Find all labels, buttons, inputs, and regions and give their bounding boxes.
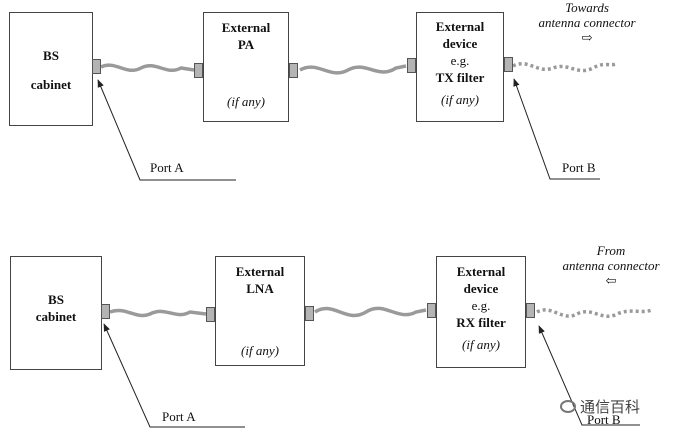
- tx-device-label-line2: device: [442, 36, 478, 51]
- tx-bs-output-port: [92, 59, 101, 74]
- rx-device-label-line2: device: [463, 281, 499, 296]
- wechat-logo-icon: [560, 400, 576, 413]
- rx-external-device-box: External device e.g. RX filter (if any): [436, 256, 526, 368]
- tx-pa-label-line2: PA: [237, 37, 255, 52]
- tx-port-a-pointer: [97, 79, 236, 181]
- tx-direction-line1: Towards: [565, 0, 609, 15]
- tx-pa-label-line1: External: [221, 20, 271, 35]
- rx-direction-line1: From: [596, 243, 626, 258]
- rx-device-filter: RX filter: [456, 315, 506, 330]
- tx-pa-input-port: [194, 63, 203, 78]
- rx-antenna-feed-dotted: [536, 308, 653, 318]
- rx-device-output-port: [427, 303, 436, 318]
- tx-device-label-line1: External: [435, 19, 485, 34]
- tx-bs-label-line1: BS: [43, 48, 59, 63]
- tx-device-eg: e.g.: [450, 53, 470, 68]
- rx-port-a-pointer: [103, 323, 245, 428]
- tx-device-filter: TX filter: [435, 70, 485, 85]
- rx-port-a-label: Port A: [162, 409, 196, 424]
- tx-direction-line2: antenna connector: [538, 15, 636, 30]
- rx-device-eg: e.g.: [471, 298, 491, 313]
- rx-bs-label-line2: cabinet: [35, 309, 77, 324]
- rx-lna-note: (if any): [241, 343, 279, 358]
- tx-pa-output-port: [289, 63, 298, 78]
- rx-direction-line2: antenna connector: [562, 258, 660, 273]
- rx-lna-label-line1: External: [235, 264, 285, 279]
- rx-device-note: (if any): [462, 337, 500, 352]
- tx-cable-bs-to-pa: [100, 63, 195, 72]
- rx-direction-arrow-icon: ⇦: [605, 273, 617, 288]
- tx-device-output-port: [504, 57, 513, 72]
- tx-antenna-feed-dotted: [512, 62, 617, 73]
- watermark: 通信百科: [560, 396, 640, 417]
- rx-lna-label-line2: LNA: [246, 281, 274, 296]
- rx-bs-label-line1: BS: [48, 292, 64, 307]
- rx-port-b-pointer: [538, 325, 640, 426]
- tx-direction-arrow-icon: ⇨: [581, 30, 593, 45]
- rx-cable-bs-to-lna: [109, 308, 207, 318]
- rx-lna-box: External LNA (if any): [215, 256, 305, 366]
- tx-pa-box: External PA (if any): [203, 12, 289, 122]
- rx-lna-output-port: [206, 307, 215, 322]
- rx-device-label-line1: External: [456, 264, 506, 279]
- rx-direction-note: From antenna connector ⇦: [546, 243, 676, 288]
- tx-external-device-box: External device e.g. TX filter (if any): [416, 12, 504, 122]
- tx-device-note: (if any): [441, 92, 479, 107]
- rx-bs-port: [101, 304, 110, 319]
- tx-bs-label-line2: cabinet: [30, 77, 72, 92]
- tx-pa-note: (if any): [227, 94, 265, 109]
- rx-port-b-label: Port B: [587, 412, 621, 427]
- rx-bs-cabinet-box: BS cabinet: [10, 256, 102, 370]
- rx-cable-lna-to-device: [314, 306, 427, 318]
- tx-direction-note: Towards antenna connector ⇨: [527, 0, 647, 45]
- watermark-text: 通信百科: [580, 398, 641, 416]
- tx-cable-pa-to-device: [299, 64, 407, 75]
- tx-device-input-port: [407, 58, 416, 73]
- rx-lna-input-port: [305, 306, 314, 321]
- tx-port-b-label: Port B: [562, 160, 596, 175]
- tx-port-a-label: Port A: [150, 160, 184, 175]
- tx-port-b-pointer: [513, 78, 600, 180]
- tx-bs-cabinet-box: BS cabinet: [9, 12, 93, 126]
- rx-device-input-port: [526, 303, 535, 318]
